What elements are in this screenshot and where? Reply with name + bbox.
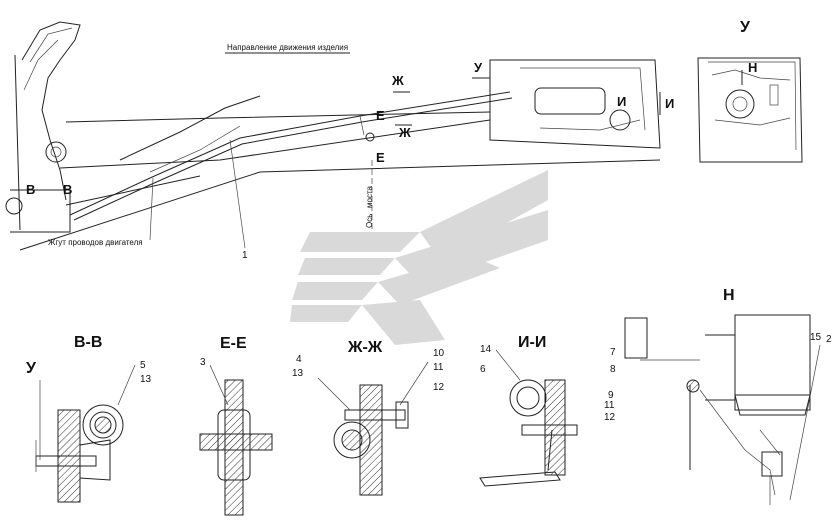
callout-n-15: 15	[810, 332, 822, 343]
callout-ii-6: 6	[480, 364, 486, 375]
section-ii	[479, 349, 578, 487]
callout-zhzh-4: 4	[296, 354, 302, 365]
callout-n-2: 2	[826, 334, 832, 345]
section-zhzh-title: Ж-Ж	[347, 339, 383, 356]
view-n	[624, 314, 821, 505]
callout-zhzh-11: 11	[433, 362, 444, 373]
view-u	[697, 57, 803, 163]
callout-1: 1	[242, 250, 248, 261]
marker-e-1: Е	[376, 108, 385, 123]
main-view	[5, 21, 661, 251]
callout-n-8: 8	[610, 364, 616, 375]
section-vv-u: У	[26, 360, 37, 377]
marker-n: Н	[748, 60, 757, 75]
section-zhzh	[317, 361, 429, 496]
callout-n-11: 11	[604, 400, 615, 411]
callout-ii-14: 14	[480, 344, 492, 355]
view-u-title: У	[740, 19, 751, 36]
marker-zh-2: Ж	[398, 125, 411, 140]
view-n-title: Н	[723, 287, 735, 304]
bridge-axis-label-1: Ось	[365, 214, 374, 228]
section-ee-title: Е-Е	[220, 335, 247, 352]
watermark-logo	[290, 170, 548, 345]
section-vv-title: В-В	[74, 334, 102, 351]
callout-zhzh-13: 13	[292, 368, 304, 379]
section-markers: Ж Ж Е Е У И И В В	[26, 60, 674, 197]
section-ee	[199, 364, 273, 516]
marker-u: У	[474, 60, 483, 75]
direction-label: Направление движения изделия	[227, 43, 348, 52]
marker-i-2: И	[665, 96, 674, 111]
callout-n-12: 12	[604, 412, 616, 423]
callout-zhzh-12: 12	[433, 382, 445, 393]
marker-i-1: И	[617, 94, 626, 109]
marker-zh-1: Ж	[391, 73, 404, 88]
section-ii-title: И-И	[518, 334, 546, 351]
callout-zhzh-10: 10	[433, 348, 445, 359]
marker-v-2: В	[63, 182, 72, 197]
bridge-axis-label-2: моста	[365, 185, 374, 208]
harness-label: Жгут проводов двигателя	[48, 238, 143, 247]
marker-v-1: В	[26, 182, 35, 197]
marker-e-2: Е	[376, 150, 385, 165]
callout-n-9: 9	[608, 390, 614, 401]
callout-vv-13: 13	[140, 374, 152, 385]
section-vv	[35, 364, 136, 503]
callout-ee-3: 3	[200, 357, 206, 368]
callout-n-7: 7	[610, 347, 616, 358]
callout-vv-5: 5	[140, 360, 146, 371]
